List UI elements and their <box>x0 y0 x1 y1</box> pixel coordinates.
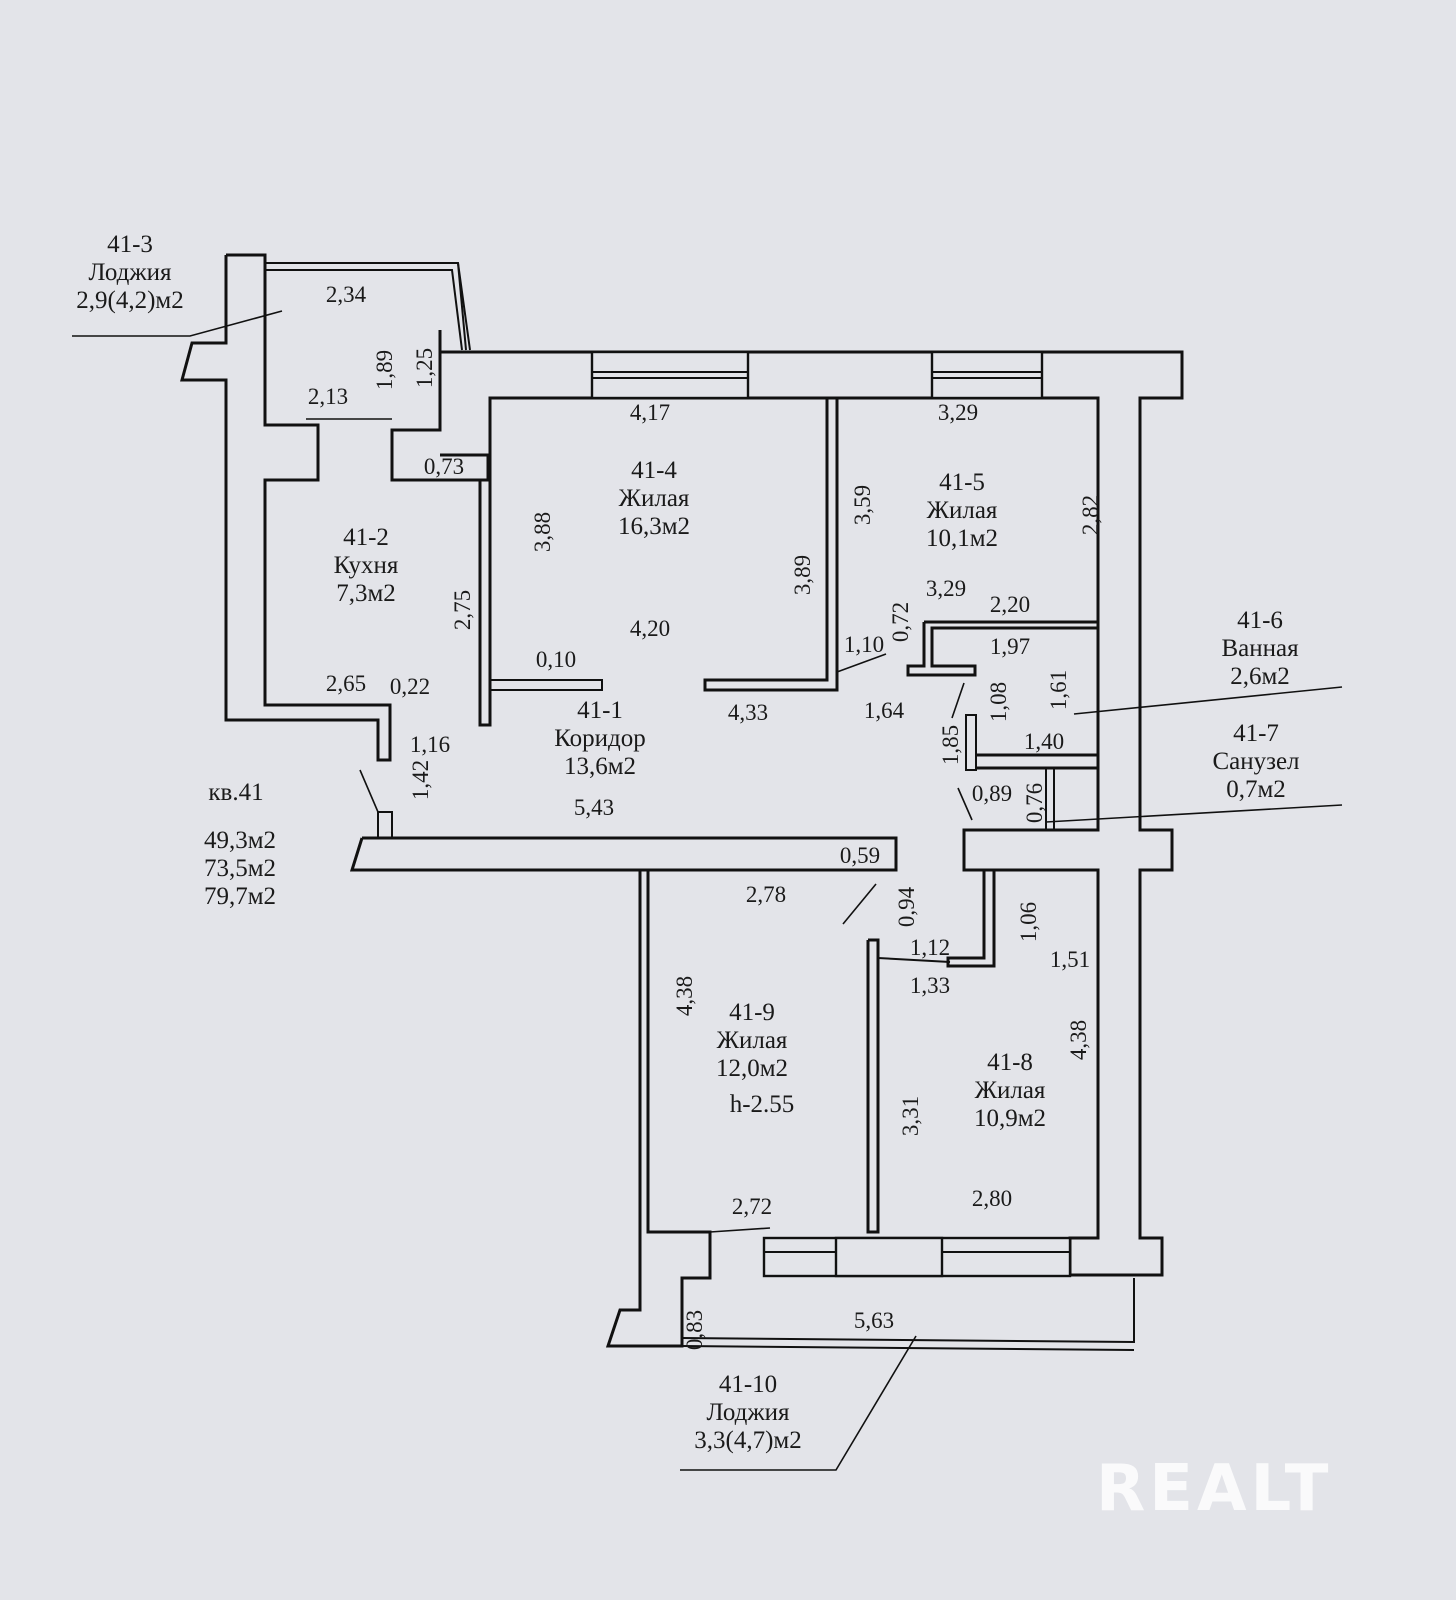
dimension-31: 0,76 <box>1022 783 1047 823</box>
dimension-25: 1,16 <box>410 732 450 757</box>
room-41-4-name: Жилая <box>619 485 690 512</box>
room-41-10-id: 41-10 <box>719 1371 777 1398</box>
dimension-45: 5,63 <box>854 1308 894 1333</box>
apartment-area-2: 79,7м2 <box>204 883 276 910</box>
room-41-1-name: Коридор <box>554 725 646 752</box>
dimension-36: 1,12 <box>910 935 950 960</box>
room-41-5-area: 10,1м2 <box>926 525 998 552</box>
room-41-3-area: 2,9(4,2)м2 <box>76 287 183 314</box>
dimension-44: 0,83 <box>682 1310 707 1350</box>
room-41-8-area: 10,9м2 <box>974 1105 1046 1132</box>
dimension-32: 0,59 <box>840 843 880 868</box>
dimension-2: 1,25 <box>412 348 437 388</box>
dimension-6: 3,29 <box>938 400 978 425</box>
dimension-12: 4,20 <box>630 616 670 641</box>
dimension-29: 5,43 <box>574 795 614 820</box>
dimension-4: 0,73 <box>424 454 464 479</box>
dimension-15: 0,72 <box>888 602 913 642</box>
dimension-22: 1,64 <box>864 698 905 723</box>
realt-watermark: REALT <box>1096 1452 1333 1526</box>
dimension-3: 2,13 <box>308 384 348 409</box>
room-41-6-name: Ванная <box>1221 635 1299 662</box>
room-41-8-id: 41-8 <box>987 1049 1033 1076</box>
dimension-0: 2,34 <box>326 282 367 307</box>
room-41-6-id: 41-6 <box>1237 607 1283 634</box>
room-41-9-height: h-2.55 <box>730 1091 795 1118</box>
dimension-19: 2,65 <box>326 671 366 696</box>
dimension-5: 4,17 <box>630 400 670 425</box>
room-41-10-area: 3,3(4,7)м2 <box>694 1427 801 1454</box>
dimension-27: 1,40 <box>1024 729 1064 754</box>
dimension-34: 0,94 <box>894 886 919 927</box>
dimension-35: 1,06 <box>1016 902 1041 942</box>
room-41-9-id: 41-9 <box>729 999 775 1026</box>
dimension-26: 1,85 <box>938 725 963 765</box>
dimension-41: 3,31 <box>898 1096 923 1136</box>
dimension-37: 1,51 <box>1050 947 1090 972</box>
dimension-21: 4,33 <box>728 700 768 725</box>
dimension-38: 1,33 <box>910 973 950 998</box>
room-41-9-area: 12,0м2 <box>716 1055 788 1082</box>
room-41-8-name: Жилая <box>975 1077 1046 1104</box>
dimension-14: 2,20 <box>990 592 1030 617</box>
dimension-30: 0,89 <box>972 781 1012 806</box>
dimension-24: 1,61 <box>1046 670 1071 710</box>
room-41-2-name: Кухня <box>334 552 399 579</box>
labels: 41-1Коридор13,6м241-2Кухня7,3м241-3Лоджи… <box>76 231 1299 1454</box>
room-41-1-id: 41-1 <box>577 697 623 724</box>
dimension-1: 1,89 <box>372 350 397 390</box>
dimension-8: 3,59 <box>850 485 875 525</box>
dimension-7: 3,88 <box>530 512 555 552</box>
room-41-6-area: 2,6м2 <box>1230 663 1290 690</box>
room-41-4-id: 41-4 <box>631 457 677 484</box>
dimension-43: 2,80 <box>972 1186 1012 1211</box>
dimension-40: 4,38 <box>1066 1020 1091 1060</box>
dimension-13: 3,29 <box>926 576 966 601</box>
dimension-16: 1,10 <box>844 632 884 657</box>
room-41-7-id: 41-7 <box>1233 720 1279 747</box>
room-41-2-area: 7,3м2 <box>336 580 396 607</box>
dimension-28: 1,42 <box>408 760 433 800</box>
leader-lines <box>72 310 1343 1471</box>
dimension-23: 1,08 <box>986 682 1011 722</box>
dimension-11: 3,89 <box>790 555 815 595</box>
room-41-10-name: Лоджия <box>707 1399 790 1426</box>
dimension-42: 2,72 <box>732 1194 772 1219</box>
room-41-1-area: 13,6м2 <box>564 753 636 780</box>
dimension-9: 2,82 <box>1078 495 1103 535</box>
room-41-4-area: 16,3м2 <box>618 513 690 540</box>
room-41-7-area: 0,7м2 <box>1226 776 1286 803</box>
room-41-7-name: Санузел <box>1212 748 1299 775</box>
dimension-10: 2,75 <box>450 590 475 630</box>
apartment-area-1: 73,5м2 <box>204 855 276 882</box>
walls <box>180 253 1184 1351</box>
dimension-33: 2,78 <box>746 882 786 907</box>
apartment-area-0: 49,3м2 <box>204 827 276 854</box>
room-41-5-name: Жилая <box>927 497 998 524</box>
room-41-5-id: 41-5 <box>939 469 985 496</box>
room-41-9-name: Жилая <box>717 1027 788 1054</box>
dimension-17: 1,97 <box>990 634 1030 659</box>
room-41-2-id: 41-2 <box>343 524 389 551</box>
dimension-20: 0,22 <box>390 674 430 699</box>
dimension-39: 4,38 <box>672 976 697 1016</box>
room-41-3-id: 41-3 <box>107 231 153 258</box>
room-41-3-name: Лоджия <box>89 259 172 286</box>
apartment-number: кв.41 <box>208 779 263 806</box>
dimension-18: 0,10 <box>536 647 576 672</box>
